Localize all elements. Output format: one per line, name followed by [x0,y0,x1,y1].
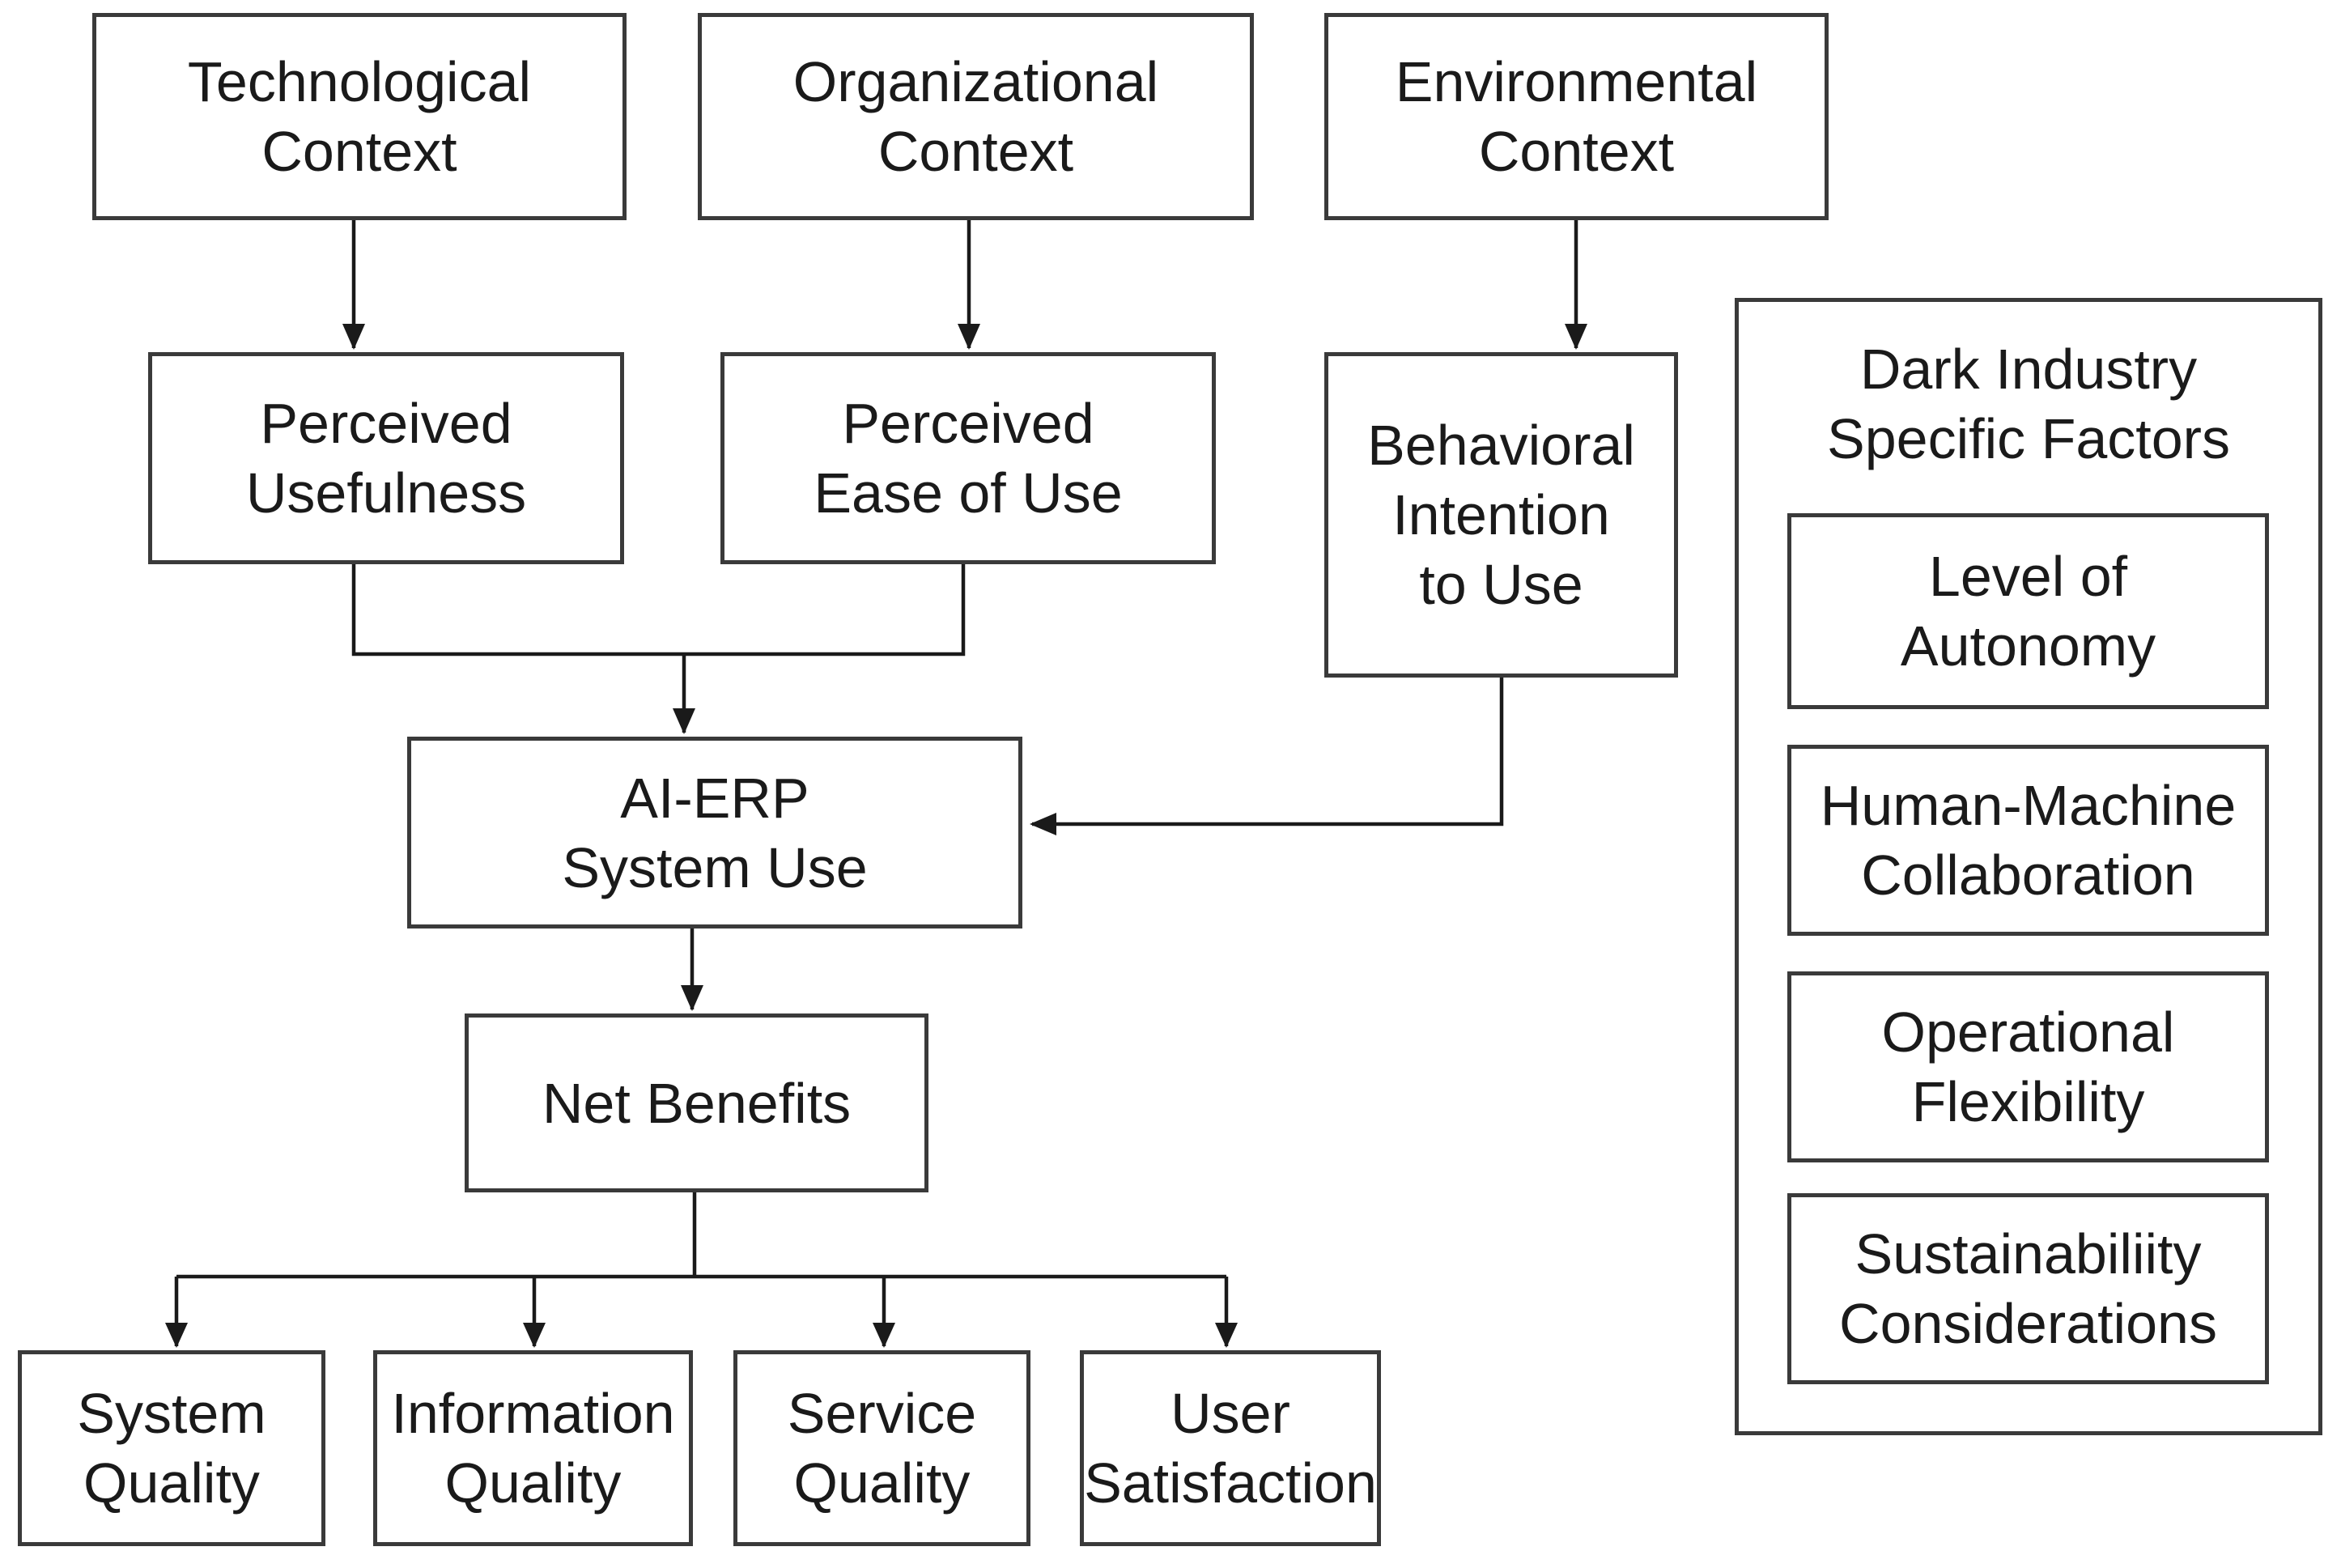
arrowhead-ease [958,324,980,350]
sustainability-considerations-box: Sustainabiliity Considerations [1787,1193,2269,1384]
information-quality-label: Information Quality [391,1382,675,1515]
sustainability-considerations-label: Sustainabiliity Considerations [1839,1222,2217,1355]
perceived-ease-of-use-label: Perceived Ease of Use [814,392,1123,525]
arrowhead-usefulness [342,324,365,350]
human-machine-collaboration-label: Human-Machine Collaboration [1820,774,2237,907]
human-machine-collaboration-box: Human-Machine Collaboration [1787,745,2269,936]
level-of-autonomy-box: Level of Autonomy [1787,513,2269,709]
arrowhead-service-quality [873,1323,895,1348]
perceived-usefulness-box: Perceived Usefulness [148,352,624,564]
user-satisfaction-box: User Satisfaction [1080,1350,1381,1546]
net-benefits-box: Net Benefits [465,1013,928,1192]
system-quality-box: System Quality [18,1350,325,1546]
perceived-usefulness-label: Perceived Usefulness [245,392,527,525]
outcome-branch-lines [176,1192,1226,1279]
operational-flexibility-box: Operational Flexibility [1787,971,2269,1162]
ai-erp-system-use-box: AI-ERP System Use [407,737,1022,928]
arrowhead-intention [1565,324,1587,350]
merge-line-usefulness-ease [351,564,966,657]
arrowhead-system-quality [165,1323,188,1348]
dark-industry-factors-title: Dark Industry Specific Factors [1827,338,2230,470]
net-benefits-label: Net Benefits [542,1071,852,1135]
service-quality-label: Service Quality [787,1382,977,1515]
environmental-context-label: Environmental Context [1395,50,1758,183]
arrow-intention-to-system-use [1032,678,1504,826]
arrowhead-system-use-top [673,708,695,734]
technological-context-label: Technological Context [187,50,532,183]
user-satisfaction-label: User Satisfaction [1084,1382,1377,1515]
behavioral-intention-label: Behavioral Intention to Use [1367,414,1635,616]
system-quality-label: System Quality [77,1382,266,1515]
organizational-context-label: Organizational Context [792,50,1159,183]
service-quality-box: Service Quality [733,1350,1030,1546]
ai-erp-system-use-label: AI-ERP System Use [562,766,868,899]
arrowhead-user-satisfaction [1215,1323,1238,1348]
information-quality-box: Information Quality [373,1350,693,1546]
arrowhead-information-quality [523,1323,546,1348]
organizational-context-box: Organizational Context [698,13,1254,220]
technological-context-box: Technological Context [92,13,627,220]
arrowhead-net-benefits [681,985,703,1011]
level-of-autonomy-label: Level of Autonomy [1900,545,2156,678]
behavioral-intention-box: Behavioral Intention to Use [1324,352,1678,678]
operational-flexibility-label: Operational Flexibility [1881,1001,2175,1133]
perceived-ease-of-use-box: Perceived Ease of Use [720,352,1216,564]
environmental-context-box: Environmental Context [1324,13,1829,220]
arrowhead-system-use-right [1030,813,1056,835]
